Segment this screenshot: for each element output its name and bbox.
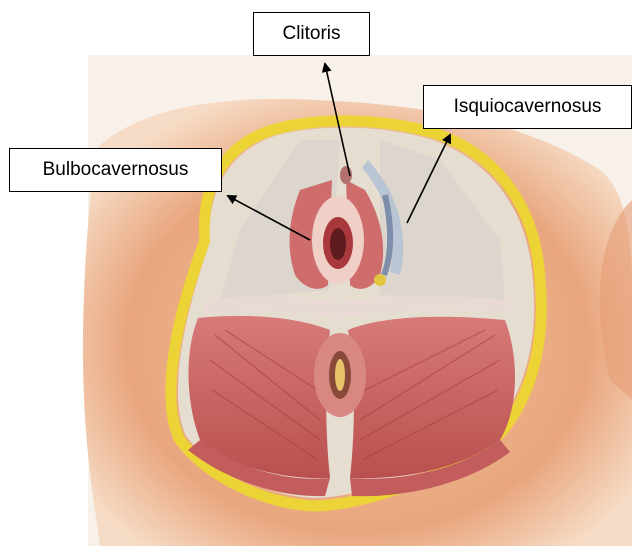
anal-sphincter [314,333,366,417]
bulbocavernosus-label: Bulbocavernosus [9,148,222,192]
clitoris-label: Clitoris [253,12,370,56]
isquiocavernosus-label: Isquiocavernosus [423,85,632,129]
vaginal-opening [312,196,364,284]
